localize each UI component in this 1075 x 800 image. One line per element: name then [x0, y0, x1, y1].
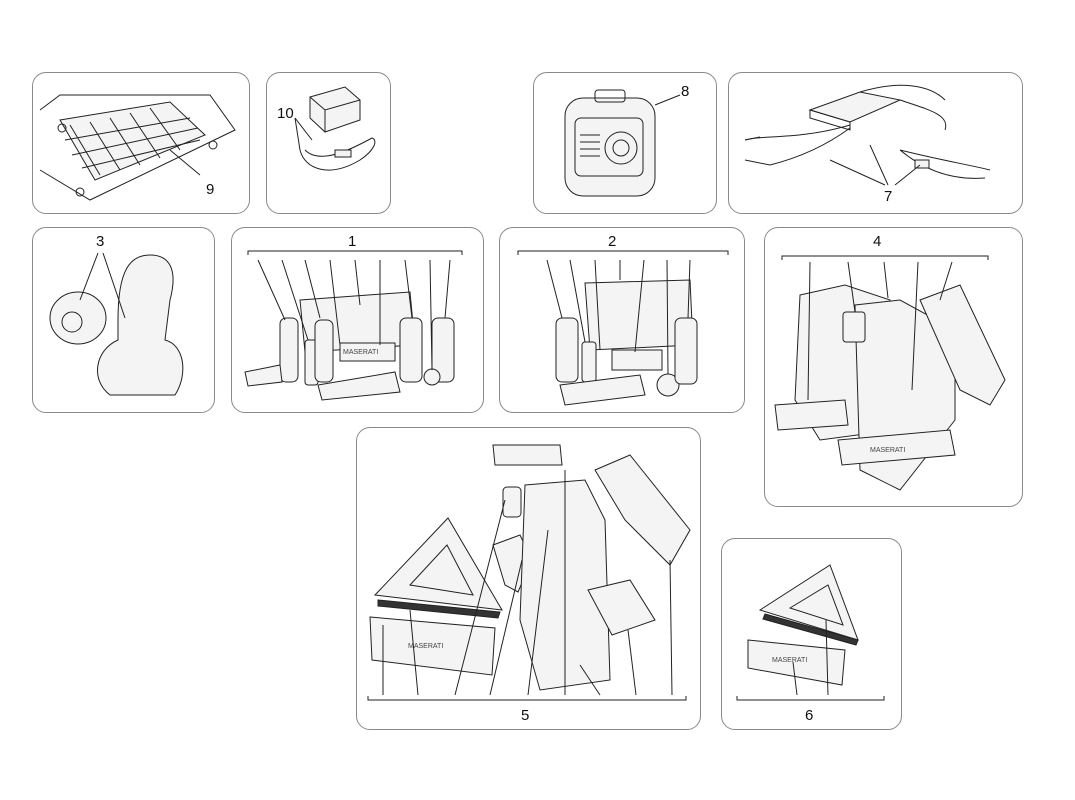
warning-triangle-drawing: MASERATI	[747, 564, 859, 696]
safety-vests-drawing: MASERATI	[774, 261, 1006, 491]
callout-brackets	[247, 250, 989, 701]
svg-text:MASERATI: MASERATI	[408, 643, 443, 650]
callout-9: 9	[206, 181, 215, 198]
callout-1: 1	[348, 233, 357, 250]
battery-charger-drawing	[744, 84, 991, 186]
panel-warning-triangle	[721, 538, 902, 730]
svg-text:MASERATI: MASERATI	[870, 447, 905, 454]
emergency-kit-drawing: MASERATI	[369, 444, 691, 696]
callout-10: 10	[277, 105, 294, 122]
callout-6: 6	[805, 707, 814, 724]
care-kit-2-drawing	[546, 259, 698, 406]
callout-4: 4	[873, 233, 882, 250]
key-fob-kit-drawing	[294, 86, 376, 171]
svg-text:MASERATI: MASERATI	[343, 349, 378, 356]
svg-text:MASERATI: MASERATI	[772, 657, 807, 664]
callout-2: 2	[608, 233, 617, 250]
callout-8: 8	[681, 83, 690, 100]
callout-3: 3	[96, 233, 105, 250]
care-kit-1-drawing: MASERATI	[244, 259, 455, 401]
callout-5: 5	[521, 707, 530, 724]
luggage-net-drawing	[39, 94, 236, 201]
callout-7: 7	[884, 188, 893, 205]
seat-cover-drawing	[49, 252, 184, 396]
compressor-case-drawing	[564, 89, 681, 197]
